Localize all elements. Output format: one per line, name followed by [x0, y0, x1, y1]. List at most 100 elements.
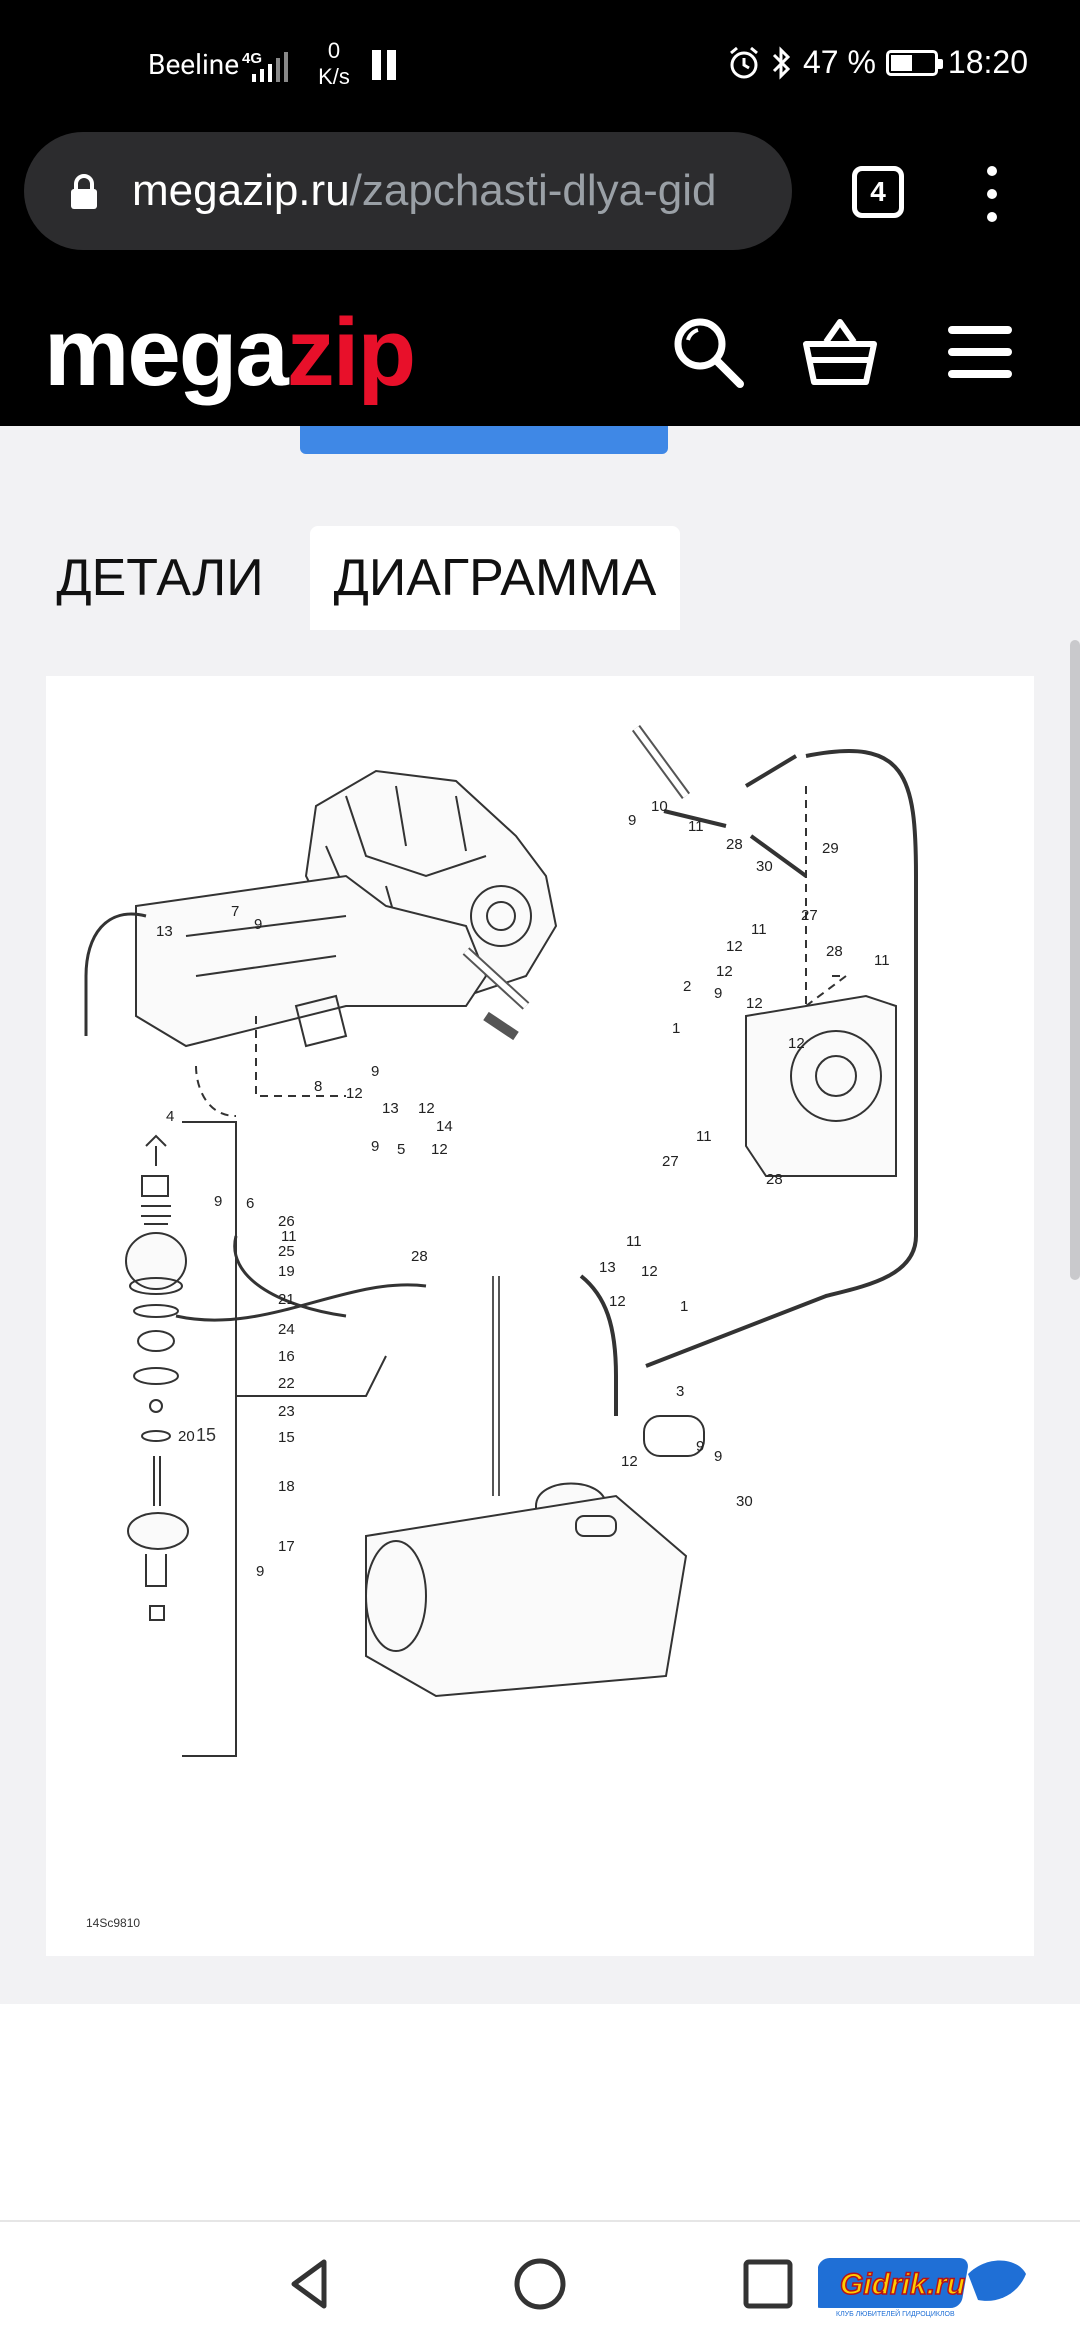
lock-icon	[71, 174, 97, 209]
network-speed: 0 K/s	[314, 38, 354, 90]
diagram-callout: 12	[346, 1085, 363, 1102]
battery-icon	[885, 49, 943, 76]
diagram-callout: 28	[766, 1171, 783, 1188]
diagram-callout: 23	[278, 1403, 295, 1420]
logo-zip: zip	[286, 299, 416, 406]
diagram-callout: 5	[397, 1141, 405, 1158]
recents-icon[interactable]	[738, 2254, 798, 2314]
site-header: megazip	[0, 278, 1080, 426]
alarm-icon	[730, 46, 758, 78]
diagram-callout: 6	[246, 1195, 254, 1212]
tab-diagram[interactable]: ДИАГРАММА	[310, 526, 680, 630]
url-path: /zapchasti-dlya-gid	[349, 166, 717, 215]
diagram-callout: 9	[256, 1563, 264, 1580]
scrollbar[interactable]	[1070, 640, 1080, 1280]
diagram-callout: 9	[371, 1138, 379, 1155]
diagram-callout: 12	[621, 1453, 638, 1470]
diagram-callout: 29	[822, 840, 839, 857]
diagram-callout: 28	[826, 943, 843, 960]
url-text[interactable]: megazip.ru/zapchasti-dlya-gid	[132, 166, 772, 216]
diagram-callout: 12	[641, 1263, 658, 1280]
diagram-callout: 9	[714, 1448, 722, 1465]
diagram-callout: 22	[278, 1375, 295, 1392]
diagram-callout: 12	[716, 963, 733, 980]
diagram-callout: 1	[680, 1298, 688, 1315]
diagram-callout: 11	[688, 818, 704, 835]
diagram-callout: 11	[281, 1228, 297, 1245]
clock: 18:20	[947, 44, 1028, 80]
battery-level-fill	[890, 54, 912, 71]
diagram-code: 14Sc9810	[86, 1916, 141, 1930]
diagram-callout: 15	[278, 1429, 295, 1446]
diagram-callout: 24	[278, 1321, 295, 1338]
diagram-callout: 11	[626, 1233, 642, 1250]
status-right: 47 % 18:20	[727, 44, 1028, 81]
diagram-callout: 16	[278, 1348, 295, 1365]
network-type: 4G	[242, 50, 263, 67]
diagram-callout: 10	[651, 798, 668, 815]
diagram-callout: 2	[683, 978, 691, 995]
bluetooth-icon	[772, 45, 791, 80]
diagram-callout: 30	[756, 858, 773, 875]
diagram-callout: 3	[676, 1383, 684, 1400]
svg-text:Gidrik.ru: Gidrik.ru	[840, 2268, 965, 2301]
url-domain: megazip.ru	[132, 166, 350, 215]
site-logo[interactable]: megazip	[44, 298, 416, 408]
back-icon[interactable]	[280, 2254, 340, 2314]
tab-switcher-button[interactable]: 4	[852, 166, 904, 218]
action-button[interactable]	[300, 426, 668, 454]
diagram-callout: 19	[278, 1263, 295, 1280]
search-icon[interactable]	[668, 312, 748, 392]
diagram-callout: 14	[436, 1118, 453, 1135]
diagram-callout: 8	[314, 1078, 322, 1095]
diagram-callout: 12	[726, 938, 743, 955]
diagram-callout: 12	[418, 1100, 435, 1117]
carrier-name: Beeline	[148, 48, 240, 81]
diagram-callout: 4	[166, 1108, 174, 1125]
diagram-callout: 9	[371, 1063, 379, 1080]
diagram-callout: 27	[662, 1153, 679, 1170]
diagram-callout: 26	[278, 1213, 295, 1230]
diagram-callout: 21	[278, 1291, 295, 1308]
diagram-callout: 9	[696, 1438, 704, 1455]
battery-percent: 47 %	[802, 44, 876, 80]
diagram-callout: 12	[431, 1141, 448, 1158]
diagram-callout: 13	[599, 1259, 616, 1276]
diagram-callout: 11	[874, 952, 890, 969]
diagram-callout: 13	[382, 1100, 399, 1117]
network-speed-unit: K/s	[318, 64, 350, 89]
status-bar: Beeline 4G 0 K/s 47 % 18:20	[0, 0, 1080, 132]
diagram-callout: 18	[278, 1478, 295, 1495]
hamburger-menu-icon[interactable]	[940, 312, 1020, 392]
network-speed-value: 0	[327, 38, 341, 63]
diagram-callout: 1	[672, 1020, 680, 1037]
diagram-callout: 27	[801, 907, 818, 924]
browser-toolbar: megazip.ru/zapchasti-dlya-gid 4	[0, 132, 1080, 278]
diagram-callout: 9	[214, 1193, 222, 1210]
diagram-callout: 9	[254, 916, 262, 933]
diagram-callout: 11	[696, 1128, 712, 1145]
diagram-callout: 20	[178, 1428, 195, 1445]
address-bar[interactable]: megazip.ru/zapchasti-dlya-gid	[24, 132, 792, 250]
browser-menu-icon[interactable]	[982, 164, 1002, 224]
basket-icon[interactable]	[800, 312, 880, 392]
tab-details[interactable]: ДЕТАЛИ	[56, 549, 264, 607]
diagram-callout: 30	[736, 1493, 753, 1510]
system-nav-bar: Gidrik.ru КЛУБ ЛЮБИТЕЛЕЙ ГИДРОЦИКЛОВ	[0, 2220, 1080, 2340]
diagram-callout: 17	[278, 1538, 295, 1555]
gidrik-watermark-logo: Gidrik.ru КЛУБ ЛЮБИТЕЛЕЙ ГИДРОЦИКЛОВ	[818, 2258, 1026, 2318]
home-icon[interactable]	[510, 2254, 570, 2314]
svg-text:КЛУБ ЛЮБИТЕЛЕЙ ГИДРОЦИКЛОВ: КЛУБ ЛЮБИТЕЛЕЙ ГИДРОЦИКЛОВ	[836, 2309, 955, 2318]
diagram-callout: 12	[746, 995, 763, 1012]
diagram-callout: 12	[788, 1035, 805, 1052]
diagram-callout: 9	[628, 812, 636, 829]
diagram-callout: 28	[726, 836, 743, 853]
diagram-callout: 12	[609, 1293, 626, 1310]
diagram-callout: 9	[714, 985, 722, 1002]
diagram-callout: 7	[231, 903, 239, 920]
diagram-callout: 11	[751, 921, 767, 938]
diagram-callout: 25	[278, 1243, 295, 1260]
diagram-callout: 13	[156, 923, 173, 940]
